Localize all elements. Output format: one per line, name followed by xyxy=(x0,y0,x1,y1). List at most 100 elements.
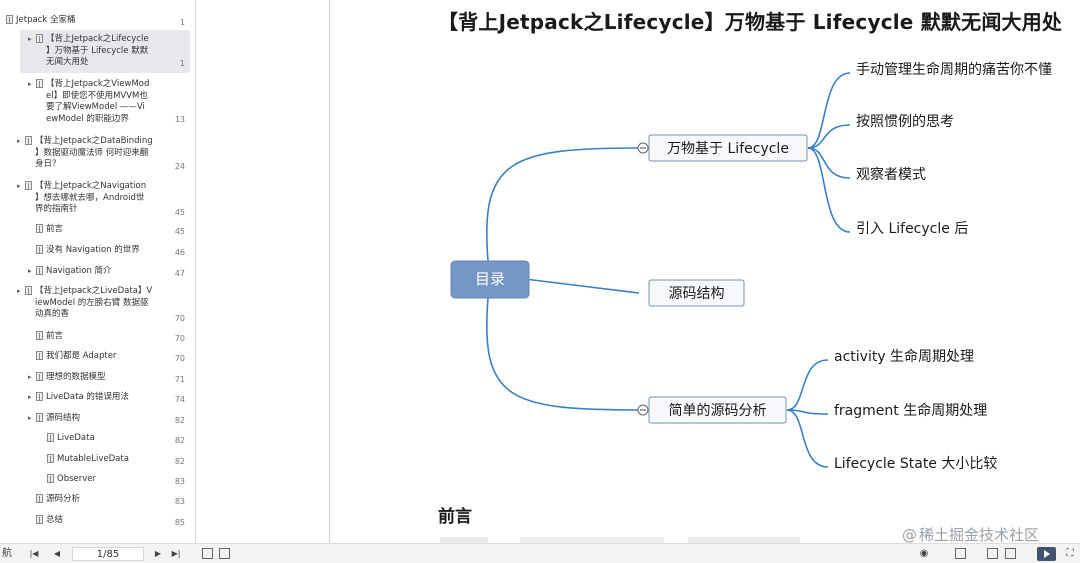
outline-item-label: 源码结构 xyxy=(46,413,81,423)
outline-item-page: 85 xyxy=(174,518,185,527)
bookmark-icon xyxy=(47,474,54,483)
branch-node xyxy=(648,279,745,307)
branch-node-label: 简单的源码分析 xyxy=(669,402,767,419)
bookmark-icon xyxy=(25,181,32,190)
eye-icon[interactable]: ◉ xyxy=(919,548,929,559)
outline-item-label: 理想的数据模型 xyxy=(46,372,106,382)
document-icon[interactable] xyxy=(987,548,998,559)
expand-arrow-icon[interactable]: ▸ xyxy=(28,80,32,88)
single-page-icon[interactable] xyxy=(955,548,966,559)
outline-item-page: 83 xyxy=(174,497,185,506)
outline-item-label: 【背上Jetpack之DataBinding 】数据驱动魔法师 何时迎来翻 身日… xyxy=(35,136,153,169)
outline-item-page: 71 xyxy=(174,375,185,384)
root-node xyxy=(450,260,530,299)
bookmark-icon xyxy=(36,266,43,275)
outline-item-page: 45 xyxy=(174,227,185,236)
outline-item-label: Jetpack 全家桶 xyxy=(16,15,76,25)
bookmark-icon xyxy=(36,372,43,381)
bookmark-icon xyxy=(36,494,43,503)
exit-icon[interactable] xyxy=(219,548,230,559)
branch-node-label: 源码结构 xyxy=(669,286,725,302)
leaf-node-label: 观察者模式 xyxy=(856,166,926,183)
bottom-toolbar: 航 |◀ ◀ ▶ ▶| ◉ ⛶ xyxy=(0,543,1080,563)
outline-item-label: 【背上Jetpack之ViewMod el】即使您不使用MVVM也 要了解Vie… xyxy=(46,79,150,124)
watermark-at: @ xyxy=(902,526,917,544)
bookmark-icon xyxy=(36,413,43,422)
outline-item-label: MutableLiveData xyxy=(57,454,129,464)
page-number-input[interactable] xyxy=(72,547,144,561)
leaf-node-label: activity 生命周期处理 xyxy=(834,348,974,365)
bookmark-icon xyxy=(36,224,43,233)
outline-item-page: 74 xyxy=(174,395,185,404)
outline-item-page: 24 xyxy=(174,162,185,171)
faded-body-text xyxy=(440,537,840,543)
branch-child-link xyxy=(786,409,829,468)
selected-highlight xyxy=(20,30,190,73)
outline-item-label: LiveData 的错误用法 xyxy=(46,392,129,402)
leaf-node-label: fragment 生命周期处理 xyxy=(834,402,987,419)
outline-item-page: 1 xyxy=(179,18,185,27)
expand-arrow-icon[interactable]: ▸ xyxy=(28,35,32,43)
outline-item-label: 前言 xyxy=(46,331,64,341)
fullscreen-icon[interactable]: ⛶ xyxy=(1066,548,1074,559)
expand-arrow-icon[interactable]: ▸ xyxy=(28,414,32,422)
expand-arrow-icon[interactable]: ▸ xyxy=(28,373,32,381)
outline-item-page: 82 xyxy=(174,416,185,425)
outline-item-label: 总结 xyxy=(46,515,64,525)
next-page-button[interactable]: ▶ xyxy=(154,549,162,558)
branch-child-link xyxy=(807,124,851,149)
branch-child-link xyxy=(807,147,851,179)
nav-label: 航 xyxy=(2,548,12,559)
play-icon[interactable] xyxy=(1037,547,1056,561)
outline-item-label: 【背上Jetpack之LiveData】V iewModel 的左膀右臂 数据驱… xyxy=(35,286,153,319)
bookmark-icon xyxy=(25,136,32,145)
leaf-node-label: 引入 Lifecycle 后 xyxy=(856,221,968,237)
branch-child-link xyxy=(786,409,829,415)
mind-map-links xyxy=(486,72,851,468)
bookmark-icon xyxy=(36,245,43,254)
branch-child-link xyxy=(807,147,851,233)
watermark-text: 稀土掘金技术社区 xyxy=(919,526,1040,544)
bookmark-icon xyxy=(36,79,43,88)
bookmark-icon xyxy=(25,286,32,295)
bookmark-icon xyxy=(36,351,43,360)
expand-arrow-icon[interactable]: ▸ xyxy=(17,137,21,145)
page-border xyxy=(329,0,330,543)
sidebar-toggle-icon[interactable] xyxy=(202,548,213,559)
section-heading: 前言 xyxy=(438,507,472,527)
first-page-button[interactable]: |◀ xyxy=(29,549,39,558)
bookmark-icon xyxy=(6,15,13,24)
bookmark-icon xyxy=(36,515,43,524)
watermark: @稀土掘金技术社区 xyxy=(902,524,1039,545)
root-branch-link xyxy=(486,147,640,262)
last-page-button[interactable]: ▶| xyxy=(171,549,181,558)
outline-item-page: 70 xyxy=(174,334,185,343)
outline-item-page: 13 xyxy=(174,115,185,124)
outline-item-page: 82 xyxy=(174,457,185,466)
outline-item-label: 没有 Navigation 的世界 xyxy=(46,245,140,255)
page-title: 【背上Jetpack之Lifecycle】万物基于 Lifecycle 默默无闻… xyxy=(438,10,1063,34)
expand-arrow-icon[interactable]: ▸ xyxy=(17,182,21,190)
outline-item-label: 【背上Jetpack之Lifecycle 】万物基于 Lifecycle 默默 … xyxy=(46,34,149,67)
expand-arrow-icon[interactable]: ▸ xyxy=(28,267,32,275)
root-branch-link xyxy=(486,297,640,411)
outline-item-page: 82 xyxy=(174,436,185,445)
prev-page-button[interactable]: ◀ xyxy=(53,549,61,558)
outline-item-page: 47 xyxy=(174,269,185,278)
bookmark-icon xyxy=(47,433,54,442)
outline-item-page: 45 xyxy=(174,208,185,217)
root-branch-link xyxy=(528,278,640,294)
expand-arrow-icon[interactable]: ▸ xyxy=(28,393,32,401)
outline-item-label: 我们都是 Adapter xyxy=(46,351,117,361)
outline-item-page: 70 xyxy=(174,354,185,363)
two-page-icon[interactable] xyxy=(1005,548,1016,559)
outline-item-label: Navigation 简介 xyxy=(46,266,112,276)
bookmark-icon xyxy=(36,392,43,401)
branch-node xyxy=(648,396,787,424)
branch-child-link xyxy=(807,72,851,149)
root-node-label: 目录 xyxy=(475,270,505,288)
leaf-node-label: Lifecycle State 大小比较 xyxy=(834,456,997,472)
expand-arrow-icon[interactable]: ▸ xyxy=(17,287,21,295)
bookmark-icon xyxy=(36,34,43,43)
